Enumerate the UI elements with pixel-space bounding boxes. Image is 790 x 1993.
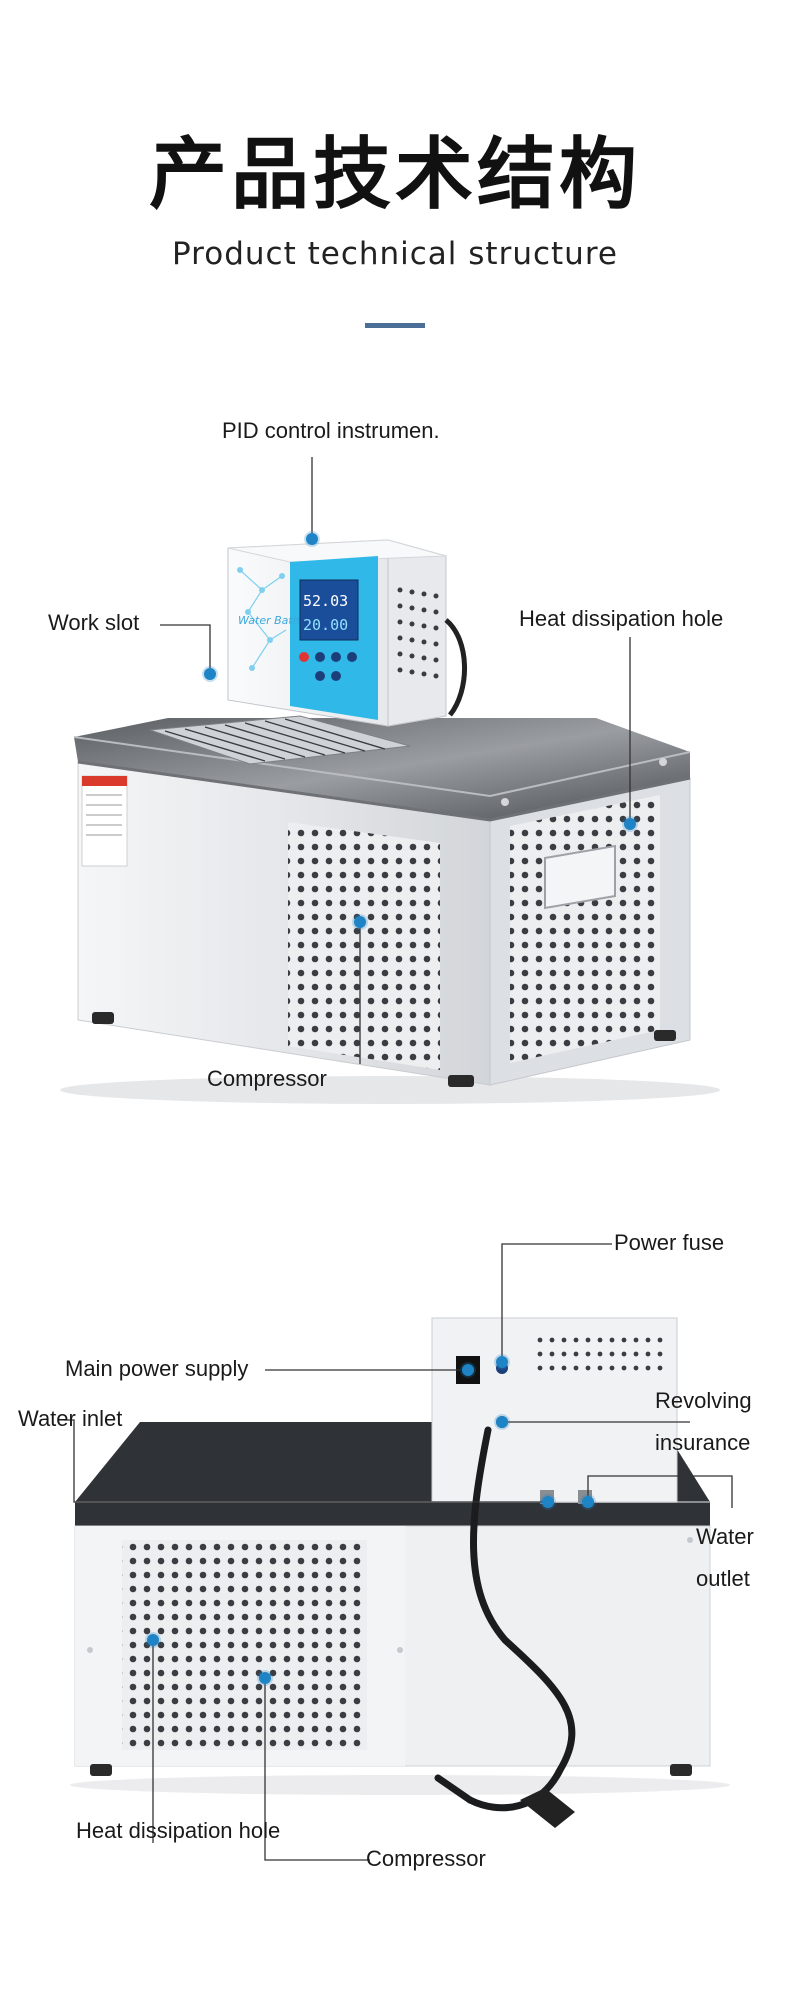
water-inlet-dot <box>542 1496 554 1508</box>
label-pid-control: PID control instrumen. <box>222 418 440 443</box>
compressor-rear-dot <box>259 1672 271 1684</box>
page-subtitle-en: Product technical structure <box>172 236 618 272</box>
main-power-dot <box>462 1364 474 1376</box>
label-water-outlet: Water outlet <box>696 1524 754 1591</box>
label-power-fuse: Power fuse <box>614 1230 725 1255</box>
page-title-cn: 产品技术结构 <box>148 130 641 220</box>
label-revolving-insurance: Revolving insurance <box>655 1388 752 1455</box>
label-work-slot: Work slot <box>48 610 140 635</box>
revolving-insurance-dot <box>496 1416 508 1428</box>
power-fuse-dot <box>496 1356 508 1368</box>
label-compressor-rear: Compressor <box>366 1846 486 1871</box>
pid-indicator-dot <box>306 533 318 545</box>
display-bottom-value: 20.00 <box>303 616 348 634</box>
work-slot-indicator-dot <box>204 668 216 680</box>
label-compressor: Compressor <box>207 1066 327 1091</box>
label-water-inlet: Water inlet <box>18 1406 123 1431</box>
title-divider <box>365 323 425 328</box>
water-outlet-dot <box>582 1496 594 1508</box>
compressor-indicator-dot <box>354 916 366 928</box>
label-heat-dissipation-hole-rear: Heat dissipation hole <box>76 1818 281 1843</box>
label-main-power-supply: Main power supply <box>65 1356 249 1381</box>
brand-text: Water Bath <box>238 614 300 627</box>
heat-hole-indicator-dot <box>624 818 636 830</box>
display-top-value: 52.03 <box>303 592 348 610</box>
heat-hole-rear-dot <box>147 1634 159 1646</box>
label-heat-dissipation-hole: Heat dissipation hole <box>519 606 724 631</box>
